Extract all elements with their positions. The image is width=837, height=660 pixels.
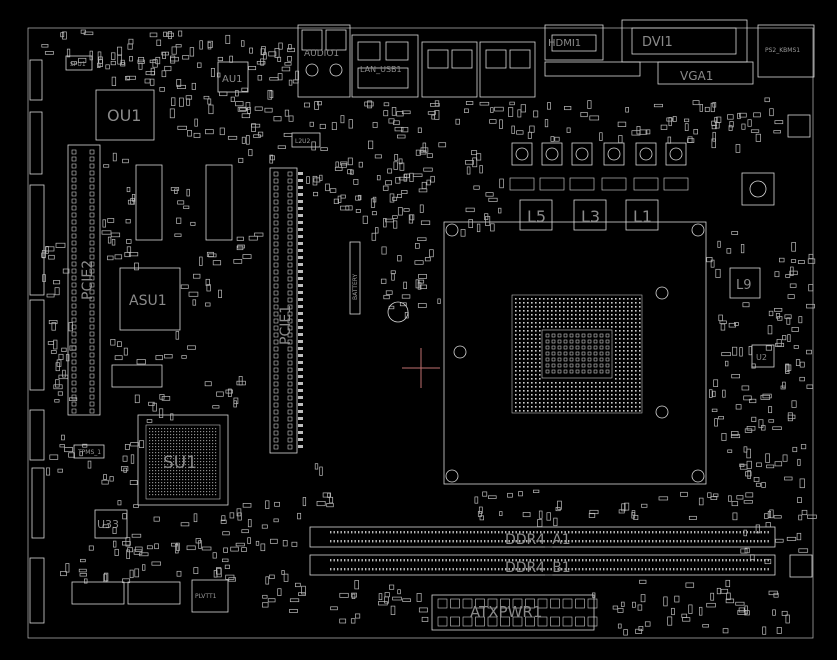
pcie-slot-main: PCIE1 [269, 167, 303, 454]
inductor-l3-label: L3 [581, 207, 600, 226]
atx-power-connector: ATXPWR1 [431, 594, 598, 631]
svg-text:DDR4_B1: DDR4_B1 [505, 560, 571, 576]
tpms-label: TPMS_1 [77, 449, 101, 456]
cpu-socket: L5 L3 L1 [443, 199, 707, 485]
dimm-slot-a1: DDR4_A1 [309, 526, 776, 548]
svg-text:AU1: AU1 [222, 74, 243, 85]
lan-label: LAN_USB1 [360, 65, 402, 74]
pcie-left-label: PCIE2 [80, 260, 96, 300]
svg-text:SU1: SU1 [163, 453, 197, 473]
svg-text:DDR4_A1: DDR4_A1 [505, 532, 571, 548]
asu1-chip: ASU1 [119, 267, 181, 331]
crosshair-marker [402, 348, 440, 388]
hdmi-label: HDMI1 [548, 38, 581, 49]
ps2-label: PS2_KBMS1 [765, 47, 800, 54]
dvi-label: DVI1 [642, 35, 673, 50]
audio-label: AUDIO1 [304, 49, 339, 59]
inductor-l1-label: L1 [633, 207, 652, 226]
pcie-slot-left: PCIE2 [67, 144, 101, 416]
inductor-l5-label: L5 [527, 207, 546, 226]
svg-text:OU1: OU1 [107, 106, 141, 125]
svg-text:ATXPWR1: ATXPWR1 [470, 603, 542, 621]
l2u2-label: L2U2 [295, 138, 311, 145]
spu-label: SPU1 [70, 61, 86, 68]
small-components [41, 29, 817, 636]
vrm-capacitors [509, 142, 689, 191]
vga-label: VGA1 [680, 69, 713, 83]
southbridge-chip: SU1 [137, 414, 229, 506]
pcie1-label: PCIE1 [278, 305, 294, 345]
svg-text:ASU1: ASU1 [129, 293, 167, 309]
inductor-l9-label: L9 [736, 278, 752, 293]
battery-label: BATTERY [352, 273, 359, 300]
u2-label: U2 [756, 353, 767, 362]
ou1-chip: OU1 [95, 89, 155, 141]
plvtt-label: PLVTT1 [195, 593, 217, 600]
dimm-slot-b1: DDR4_B1 [309, 554, 776, 576]
rear-io-group: AUDIO1 LAN_USB1 HDMI1 DVI1 VGA1 PS2_KBMS… [297, 19, 815, 98]
